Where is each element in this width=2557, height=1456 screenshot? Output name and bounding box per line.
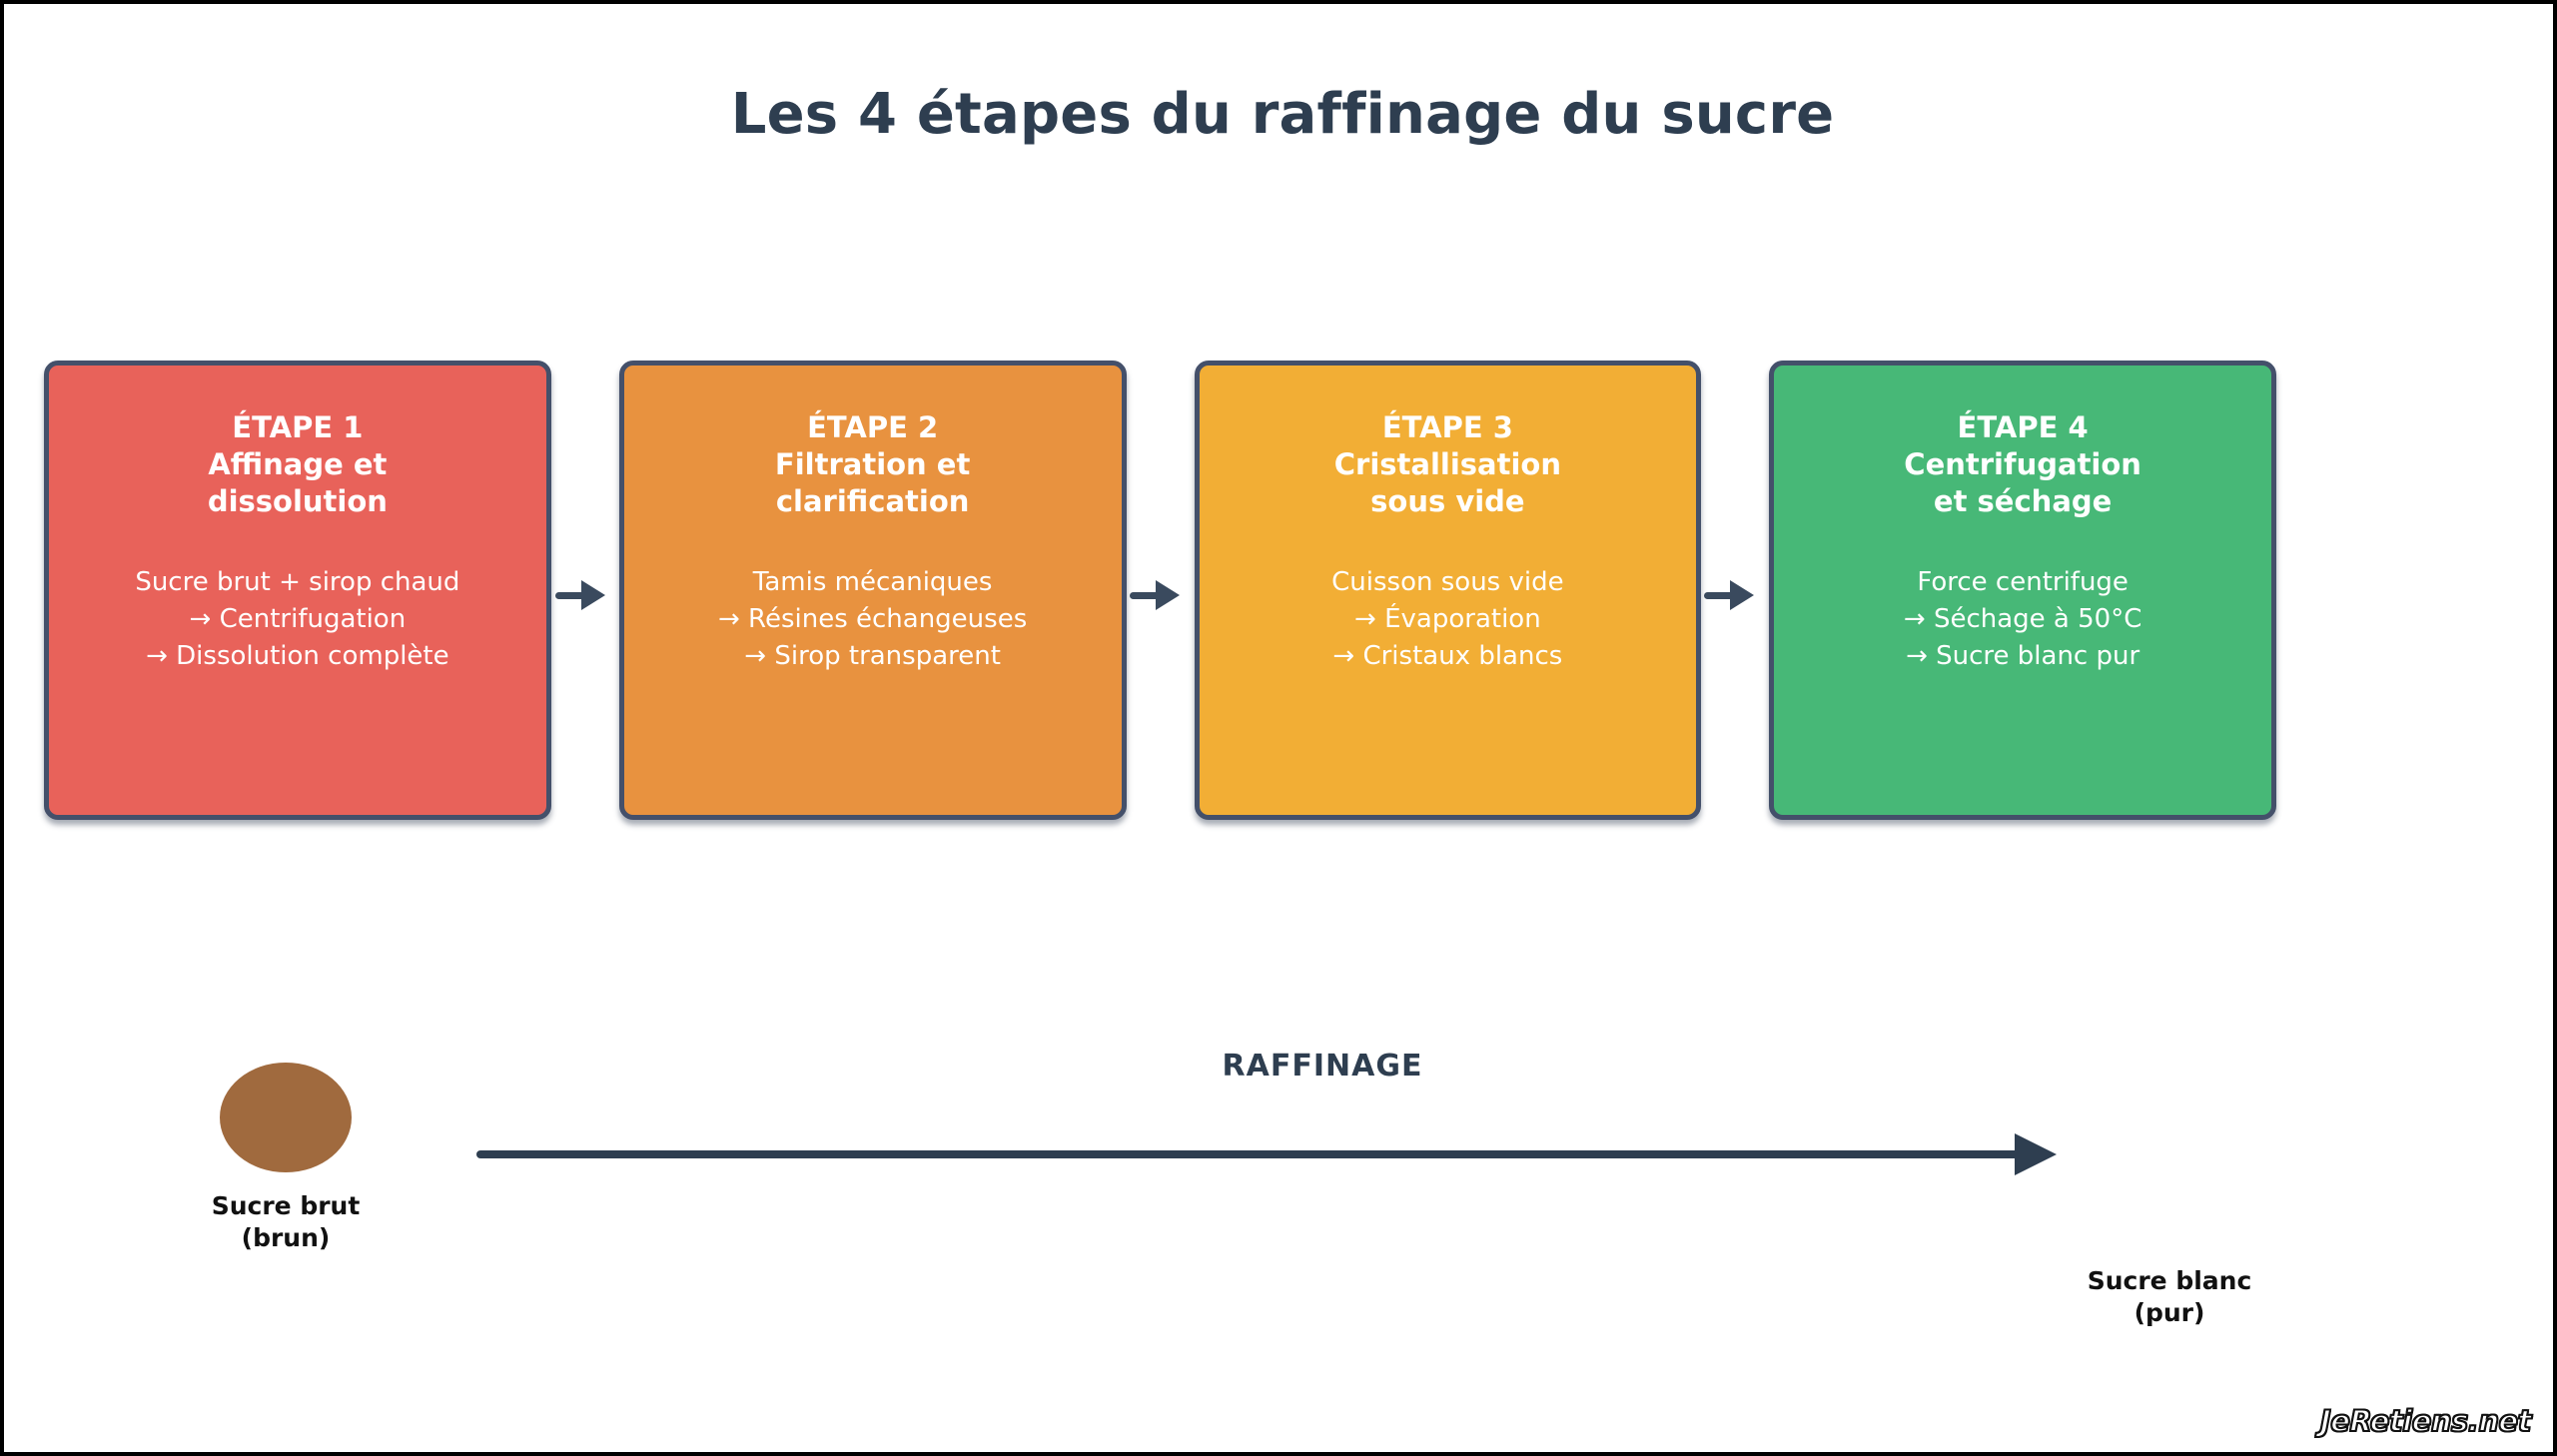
step-card-4-title: ÉTAPE 4 Centrifugation et séchage xyxy=(1904,410,2141,519)
connector-arrow-right-icon-1 xyxy=(555,573,611,617)
process-label: RAFFINAGE xyxy=(1222,1049,1423,1084)
connector-shaft xyxy=(555,592,593,599)
page-title: Les 4 étapes du raffinage du sucre xyxy=(730,82,1835,147)
step-card-1-body: Sucre brut + sirop chaud → Centrifugatio… xyxy=(135,567,460,672)
connector-head xyxy=(1730,580,1754,610)
watermark: JeRetiens.net xyxy=(2319,1403,2533,1439)
step-card-2-title: ÉTAPE 2 Filtration et clarification xyxy=(774,410,971,519)
steps-row: ÉTAPE 1 Affinage et dissolution Sucre br… xyxy=(44,361,2276,820)
step-card-1[interactable]: ÉTAPE 1 Affinage et dissolution Sucre br… xyxy=(44,361,551,820)
process-arrow-head xyxy=(2015,1133,2057,1175)
step-card-3-body: Cuisson sous vide → Évaporation → Crista… xyxy=(1331,567,1564,672)
step-card-4-body: Force centrifuge → Séchage à 50°C → Sucr… xyxy=(1903,567,2142,672)
connector-arrow-right-icon-3 xyxy=(1704,573,1760,617)
connector-head xyxy=(581,580,605,610)
connector-arrow-right-icon-2 xyxy=(1130,573,1186,617)
connector-head xyxy=(1156,580,1180,610)
step-card-3[interactable]: ÉTAPE 3 Cristallisation sous vide Cuisso… xyxy=(1194,361,1702,820)
connector-shaft xyxy=(1704,592,1742,599)
process-arrow-right-icon xyxy=(476,1133,2085,1175)
process-arrow-shaft xyxy=(476,1150,2035,1158)
step-card-2[interactable]: ÉTAPE 2 Filtration et clarification Tami… xyxy=(618,361,1127,820)
raw-sugar-group: Sucre brut (brun) xyxy=(186,1063,386,1254)
white-sugar-group: Sucre blanc (pur) xyxy=(2070,1247,2269,1329)
raw-sugar-blob-icon xyxy=(220,1063,352,1172)
connector-shaft xyxy=(1130,592,1168,599)
step-card-2-body: Tamis mécaniques → Résines échangeuses →… xyxy=(718,567,1028,672)
step-card-4[interactable]: ÉTAPE 4 Centrifugation et séchage Force … xyxy=(1769,361,2276,820)
white-sugar-caption: Sucre blanc (pur) xyxy=(2087,1266,2252,1327)
step-card-1-title: ÉTAPE 1 Affinage et dissolution xyxy=(207,410,388,519)
raw-sugar-caption: Sucre brut (brun) xyxy=(211,1191,361,1252)
step-card-3-title: ÉTAPE 3 Cristallisation sous vide xyxy=(1333,410,1561,519)
